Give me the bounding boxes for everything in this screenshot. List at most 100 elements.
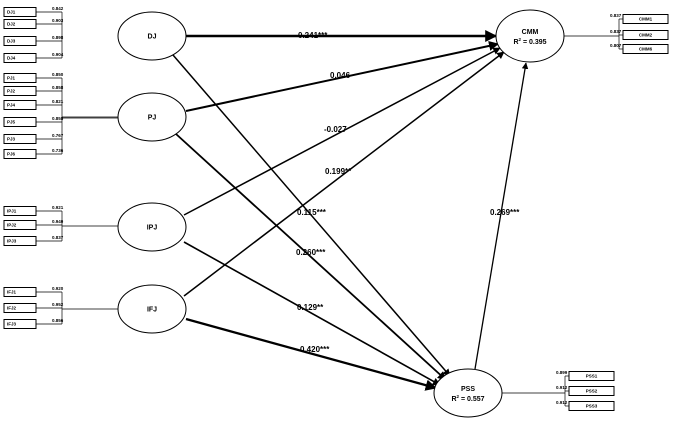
- indicator-loading: 0.837: [52, 235, 64, 240]
- path-coef-pj-pss: 0.260***: [296, 248, 326, 257]
- indicator-box: [622, 30, 669, 40]
- indicator-pss2: PSS2 0.912: [556, 385, 615, 396]
- path-coef-pss-cmm: 0.269***: [490, 208, 520, 217]
- latent-pj: PJ: [117, 92, 187, 142]
- indicator-loading: 0.921: [52, 205, 64, 210]
- indicator-loading: 0.837: [610, 29, 622, 34]
- indicator-loading: 0.903: [52, 18, 64, 23]
- indicator-loading: 0.858: [52, 85, 64, 90]
- indicator-loading: 0.940: [52, 219, 64, 224]
- latent-ifj: IFJ: [117, 284, 187, 334]
- indicator-loading: 0.767: [52, 133, 64, 138]
- r2-prefix: R: [451, 396, 456, 403]
- path-arrow-ifj-cmm: [183, 51, 505, 297]
- path-arrow-ipj-pss: [183, 241, 441, 386]
- latent-label: IPJ: [147, 225, 158, 232]
- path-coef-dj-pss: 0.115***: [297, 208, 327, 217]
- latent-label: PSS: [461, 386, 475, 393]
- indicator-label: PJ4: [7, 103, 16, 108]
- indicator-label: PJ6: [7, 152, 16, 157]
- path-arrow-ipj-cmm: [183, 47, 501, 216]
- indicator-label: DJ2: [7, 22, 16, 27]
- indicator-loading: 0.920: [52, 286, 64, 291]
- indicator-ifj3: IFJ3 0.856: [3, 318, 64, 329]
- path-arrow-ifj-pss: [185, 317, 438, 391]
- structural-paths: [172, 30, 529, 391]
- indicator-pss3: PSS3 0.912: [556, 400, 615, 411]
- indicator-loading: 0.807: [610, 43, 622, 48]
- indicator-box: [622, 44, 669, 54]
- path-coef-ifj-cmm: 0.199**: [325, 167, 352, 176]
- indicator-loading: 0.952: [52, 302, 64, 307]
- r2-superscript: 2: [457, 394, 460, 399]
- indicator-label: PJ2: [7, 89, 16, 94]
- path-coefficients: 0.241***0.046-0.0270.199**0.115***0.260*…: [296, 31, 520, 354]
- indicator-pj4: PJ4 0.821: [3, 99, 64, 110]
- r2-value: = 0.395: [521, 39, 547, 46]
- measurement-indicators: DJ10.842DJ20.903DJ30.898DJ40.904PJ10.850…: [3, 6, 669, 411]
- path-coef-ipj-pss: 0.129**: [297, 303, 324, 312]
- indicator-loading: 0.842: [52, 6, 64, 11]
- indicator-label: IFJ3: [7, 322, 17, 327]
- indicator-label: CMM1: [639, 17, 653, 22]
- path-coef-pj-cmm: 0.046: [330, 71, 351, 80]
- path-arrow-pj-pss: [175, 133, 447, 381]
- latent-label: CMM: [522, 29, 539, 36]
- latent-label: DJ: [148, 34, 157, 41]
- indicator-pj6: PJ6 0.736: [3, 148, 64, 159]
- indicator-ipj3: IPJ3 0.837: [3, 235, 64, 246]
- indicator-label: PSS3: [586, 404, 598, 409]
- indicator-label: DJ3: [7, 39, 16, 44]
- indicator-loading: 0.821: [52, 99, 64, 104]
- indicator-cmm2: CMM2 0.837: [610, 29, 669, 40]
- latent-ellipse: [117, 11, 187, 61]
- indicator-loading: 0.912: [556, 385, 568, 390]
- latent-ipj: IPJ: [117, 202, 187, 252]
- latent-ellipse: [495, 9, 565, 63]
- path-arrow-pss-cmm: [474, 62, 529, 370]
- indicator-loading: 0.899: [556, 370, 568, 375]
- latent-ellipse: [433, 368, 503, 418]
- path-coef-ipj-cmm: -0.027: [324, 125, 347, 134]
- latent-dj: DJ: [117, 11, 187, 61]
- indicator-loading: 0.856: [52, 318, 64, 323]
- indicator-label: PSS1: [586, 374, 598, 379]
- indicator-ifj1: IFJ1 0.920: [3, 286, 64, 297]
- r2-prefix: R: [513, 39, 518, 46]
- indicator-ipj1: IPJ1 0.921: [3, 205, 64, 216]
- indicator-label: CMM2: [639, 33, 653, 38]
- indicator-label: IPJ3: [7, 239, 17, 244]
- indicator-label: IFJ2: [7, 306, 17, 311]
- indicator-box: [568, 371, 615, 381]
- indicator-loading: 0.904: [52, 52, 64, 57]
- latent-ellipse: [117, 284, 187, 334]
- path-arrow-pj-cmm: [185, 41, 499, 112]
- indicator-loading: 0.912: [556, 400, 568, 405]
- r-squared-label: R2 = 0.557: [451, 394, 484, 403]
- indicator-ifj2: IFJ2 0.952: [3, 302, 64, 313]
- indicator-label: IFJ1: [7, 290, 17, 295]
- indicator-label: PSS2: [586, 389, 598, 394]
- indicator-dj2: DJ2 0.903: [3, 18, 64, 29]
- indicator-loading: 0.736: [52, 148, 64, 153]
- indicator-box: [568, 386, 615, 396]
- latent-label: PJ: [148, 115, 157, 122]
- indicator-box: [568, 401, 615, 411]
- indicator-box: [622, 14, 669, 24]
- indicator-pj2: PJ2 0.858: [3, 85, 64, 96]
- indicator-label: IPJ1: [7, 209, 17, 214]
